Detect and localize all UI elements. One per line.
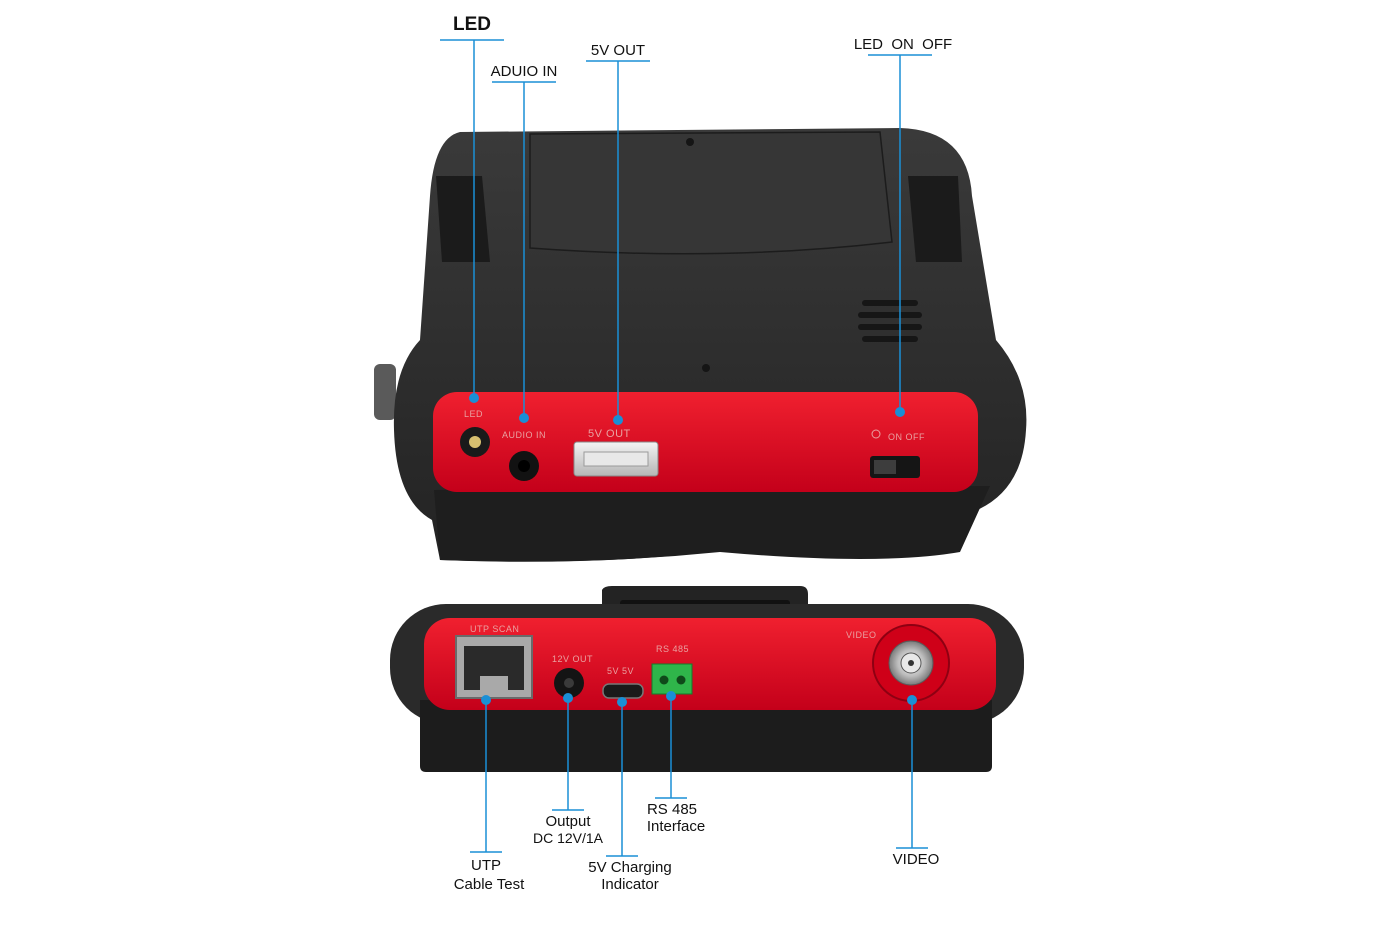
top-red-panel (433, 392, 978, 492)
five-v-out-device-label: 5V OUT (588, 428, 631, 440)
bnc-pin (908, 660, 914, 666)
rs485-screw-b (676, 675, 686, 685)
charging-callout-label-line2: Indicator (601, 876, 659, 893)
top-device-foot (434, 486, 990, 562)
video-callout-dot (907, 695, 917, 705)
usb-port-tongue (583, 451, 649, 467)
side-knob (374, 364, 396, 420)
utp-callout-label-line1: UTP (471, 857, 501, 874)
bottom-device-foot (420, 700, 992, 772)
rs485-callout-dot (666, 691, 676, 701)
utp-scan-device-label: UTP SCAN (470, 624, 519, 634)
twelve-v-out-device-label: 12V OUT (552, 654, 593, 664)
speaker-grille (858, 300, 922, 342)
on-off-device-label: ON OFF (888, 432, 925, 442)
led-lens (469, 436, 481, 448)
led-callout-dot (469, 393, 479, 403)
battery-cover (529, 131, 893, 255)
on-off-switch-slider (874, 460, 896, 474)
audio-in-callout-label: ADUIO IN (490, 63, 558, 80)
five-v-out-callout-label: 5V OUT (590, 42, 646, 59)
audio-jack-hole (518, 460, 530, 472)
video-callout-label: VIDEO (892, 851, 940, 868)
rs485-device-label: RS 485 (656, 644, 689, 654)
five-v-out-callout-dot (613, 415, 623, 425)
rs485-callout-label-line2: Interface (646, 818, 706, 835)
dc-output-jack-pin (564, 678, 574, 688)
utp-callout-label-line2: Cable Test (453, 876, 525, 893)
top-device: LED AUDIO IN 5V OUT ON OFF (374, 128, 1027, 562)
right-stand-clip (908, 176, 962, 262)
micro-usb-port (602, 683, 644, 699)
rs485-callout-label-line1: RS 485 (646, 801, 698, 818)
left-stand-clip (436, 176, 490, 262)
audio-in-device-label: AUDIO IN (502, 430, 546, 440)
callout-lines (440, 39, 932, 857)
output-callout-dot (563, 693, 573, 703)
screw (702, 364, 710, 372)
screw (686, 138, 694, 146)
five-v-device-label: 5V 5V (607, 666, 634, 676)
rs485-screw-a (659, 675, 669, 685)
output-callout-label-line1: Output (545, 813, 591, 830)
led-callout-label: LED (453, 14, 491, 35)
utp-callout-dot (481, 695, 491, 705)
charging-callout-label-line1: 5V Charging (588, 859, 672, 876)
rj45-port-latch (480, 676, 508, 690)
rs485-terminal (651, 663, 693, 695)
led-on-off-callout-label: LED ON OFF (853, 36, 953, 53)
charging-callout-dot (617, 697, 627, 707)
video-device-label: VIDEO (846, 630, 877, 640)
output-callout-label-line2: DC 12V/1A (532, 830, 604, 846)
led-on-off-callout-dot (895, 407, 905, 417)
bulb-icon (871, 429, 881, 439)
bottom-device: UTP SCAN 12V OUT 5V 5V RS 485 VIDEO (390, 586, 1024, 772)
audio-callout-dot (519, 413, 529, 423)
led-device-label: LED (464, 409, 483, 419)
